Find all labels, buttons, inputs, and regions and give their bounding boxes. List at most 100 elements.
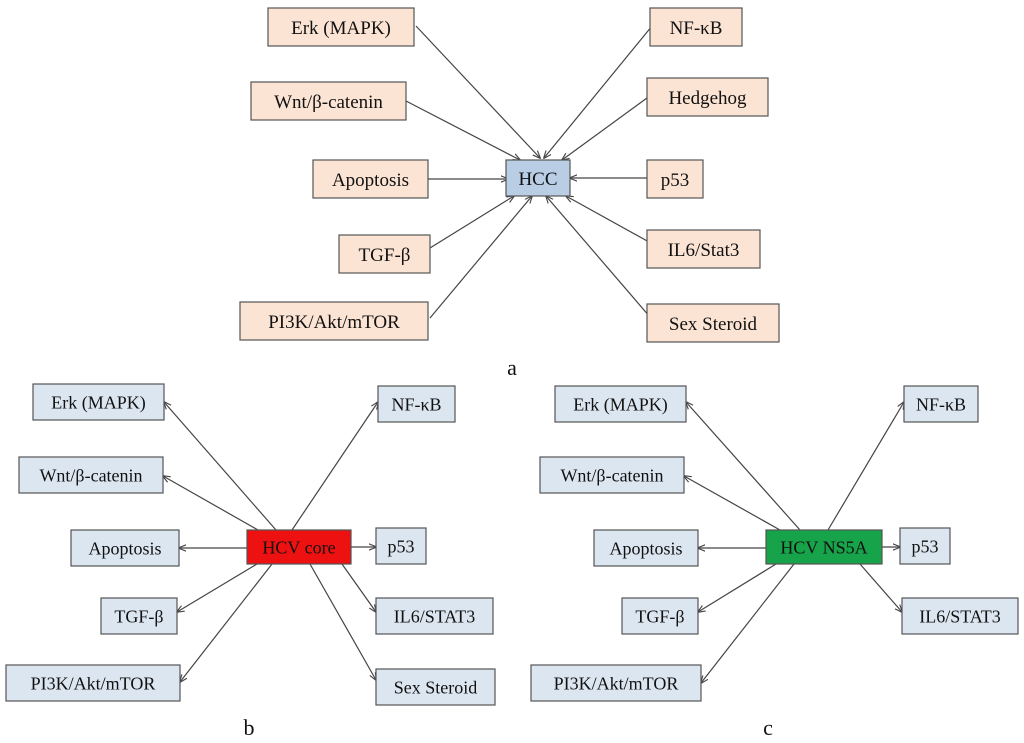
edge-b-tgf <box>177 563 258 612</box>
node-c-nfkb-label: NF-κB <box>916 394 966 414</box>
node-a-p53-box <box>646 159 704 199</box>
node-b-p53: p53 <box>375 527 427 565</box>
edge-c-wnt <box>684 476 781 531</box>
hub-c-box <box>765 529 883 565</box>
node-b-il6-box <box>375 597 494 635</box>
edge-a-nfkb <box>544 25 653 158</box>
node-a-il6-box <box>646 229 761 269</box>
edge-b-il6 <box>341 563 376 612</box>
node-a-erk-box <box>267 7 415 47</box>
edge-a-hedgehog <box>562 97 648 160</box>
edge-c-nfkb <box>827 402 904 531</box>
node-c-apoptosis-label: Apoptosis <box>609 538 682 558</box>
node-c-p53-box <box>899 527 951 565</box>
edge-a-tgf <box>429 196 514 249</box>
node-b-tgf-box <box>100 597 178 635</box>
node-b-tgf-label: TGF-β <box>114 606 163 626</box>
node-b-nfkb-box <box>377 385 456 423</box>
node-b-nfkb-label: NF-κB <box>391 394 441 414</box>
node-c-tgf: TGF-β <box>621 597 699 635</box>
edge-b-erk <box>164 402 277 531</box>
node-b-wnt-box <box>18 456 164 494</box>
node-a-tgf: TGF-β <box>338 234 431 274</box>
node-b-il6-label: IL6/STAT3 <box>394 606 476 626</box>
nodes-layer: Erk (MAPK)Wnt/β-cateninApoptosisTGF-βPI3… <box>5 7 1019 706</box>
hub-b: HCV core <box>246 529 352 565</box>
node-c-erk-label: Erk (MAPK) <box>573 394 668 415</box>
node-c-tgf-box <box>621 597 699 635</box>
edges-layer <box>163 25 904 683</box>
node-c-nfkb-box <box>903 385 979 423</box>
node-b-wnt: Wnt/β-catenin <box>18 456 164 494</box>
node-c-tgf-label: TGF-β <box>635 606 684 626</box>
node-a-apoptosis-box <box>312 159 429 199</box>
edge-a-sex <box>546 196 651 318</box>
node-b-pi3k-label: PI3K/Akt/mTOR <box>31 673 156 693</box>
hub-c-label: HCV NS5A <box>780 537 867 557</box>
node-a-p53: p53 <box>646 159 704 199</box>
node-b-wnt-label: Wnt/β-catenin <box>39 465 142 485</box>
node-c-apoptosis-box <box>593 529 699 567</box>
node-c-wnt: Wnt/β-catenin <box>539 456 685 494</box>
node-a-sex-box <box>646 303 780 343</box>
node-a-nfkb-box <box>649 7 743 47</box>
node-a-wnt-box <box>250 81 407 121</box>
node-a-tgf-label: TGF-β <box>359 245 411 266</box>
node-c-p53: p53 <box>899 527 951 565</box>
node-b-pi3k: PI3K/Akt/mTOR <box>5 664 181 702</box>
node-a-hedgehog: Hedgehog <box>646 77 769 117</box>
node-b-nfkb: NF-κB <box>377 385 456 423</box>
edge-a-wnt <box>405 100 520 160</box>
node-a-p53-label: p53 <box>661 170 690 191</box>
panel-label-c: c <box>763 715 773 740</box>
node-b-tgf: TGF-β <box>100 597 178 635</box>
node-b-pi3k-box <box>5 664 181 702</box>
edge-c-il6 <box>859 563 902 612</box>
node-b-apoptosis-box <box>70 529 180 567</box>
node-a-hedgehog-label: Hedgehog <box>668 88 747 109</box>
node-a-nfkb-label: NF-κB <box>670 18 723 39</box>
panel-label-a: a <box>507 355 517 380</box>
node-a-tgf-box <box>338 234 431 274</box>
node-c-erk-box <box>554 385 687 423</box>
edge-b-wnt <box>163 476 259 531</box>
node-a-pi3k-box <box>239 301 429 341</box>
edge-a-erk <box>415 25 540 158</box>
node-c-wnt-label: Wnt/β-catenin <box>560 465 663 485</box>
node-a-hedgehog-box <box>646 77 769 117</box>
edge-b-nfkb <box>291 402 378 531</box>
node-a-pi3k: PI3K/Akt/mTOR <box>239 301 429 341</box>
node-a-erk-label: Erk (MAPK) <box>291 18 391 39</box>
node-c-wnt-box <box>539 456 685 494</box>
node-b-erk: Erk (MAPK) <box>32 383 165 421</box>
edge-a-il6 <box>566 196 650 243</box>
hub-a: HCC <box>505 159 571 197</box>
hub-b-label: HCV core <box>262 537 335 557</box>
node-a-apoptosis: Apoptosis <box>312 159 429 199</box>
node-a-nfkb: NF-κB <box>649 7 743 47</box>
node-a-sex: Sex Steroid <box>646 303 780 343</box>
node-c-il6: IL6/STAT3 <box>901 597 1019 635</box>
hub-c: HCV NS5A <box>765 529 883 565</box>
node-b-apoptosis-label: Apoptosis <box>88 538 161 558</box>
node-a-erk: Erk (MAPK) <box>267 7 415 47</box>
edge-c-tgf <box>698 563 777 612</box>
edge-b-sex <box>309 563 376 680</box>
node-b-p53-label: p53 <box>388 536 415 556</box>
node-c-il6-box <box>901 597 1019 635</box>
node-b-erk-box <box>32 383 165 421</box>
edge-c-pi3k <box>701 563 795 683</box>
node-b-sex-box <box>375 668 496 706</box>
hub-a-box <box>505 159 571 197</box>
node-b-p53-box <box>375 527 427 565</box>
node-b-sex-label: Sex Steroid <box>394 677 478 697</box>
node-a-il6: IL6/Stat3 <box>646 229 761 269</box>
node-c-nfkb: NF-κB <box>903 385 979 423</box>
node-a-apoptosis-label: Apoptosis <box>332 170 409 191</box>
node-b-apoptosis: Apoptosis <box>70 529 180 567</box>
node-c-pi3k: PI3K/Akt/mTOR <box>530 664 702 702</box>
node-a-wnt-label: Wnt/β-catenin <box>274 92 383 113</box>
node-b-erk-label: Erk (MAPK) <box>51 392 146 413</box>
